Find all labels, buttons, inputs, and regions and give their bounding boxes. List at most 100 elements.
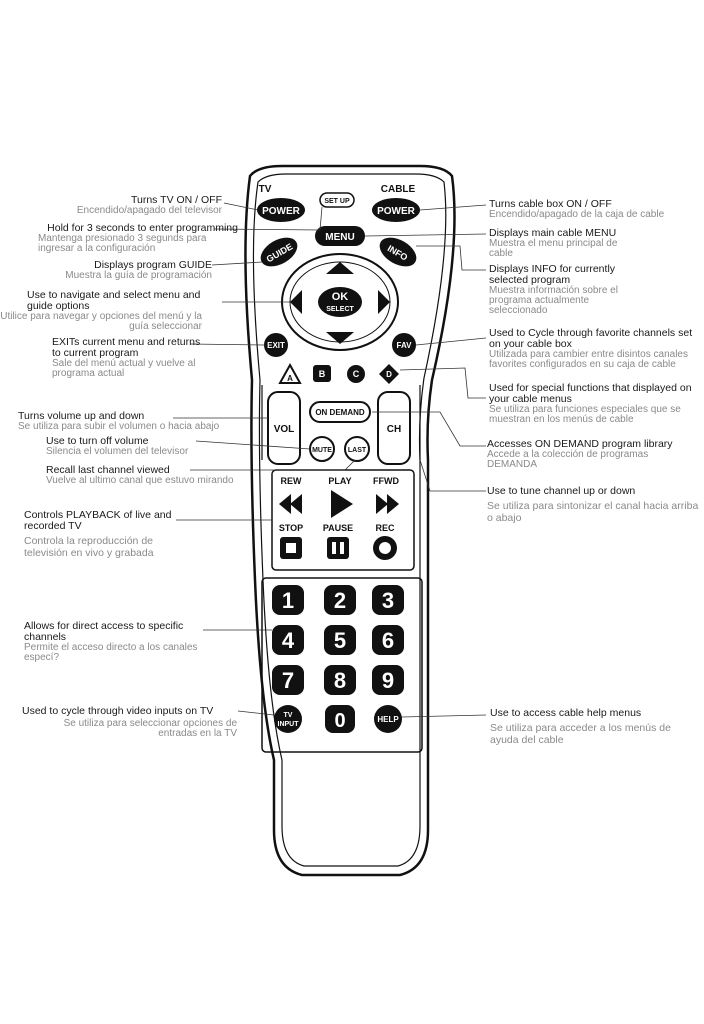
annotation-en: Use to access cable help menus [490,707,642,719]
digit-5-button[interactable]: 5 [324,625,356,655]
tv-input-top-label: TV [284,712,293,719]
annotation-en: Displays program GUIDE [94,259,212,271]
annotation-es: Se utiliza para funciones especiales que… [489,404,681,425]
annotation-channel: Use to tune channel up or down Se utiliz… [487,485,699,525]
annotation-es: Utilice para navegar y opciones del menú… [0,311,202,332]
volume-rocker[interactable]: VOL [267,391,301,465]
fav-label: FAV [397,341,413,350]
annotation-en: Displays INFO for currently selected pro… [489,263,616,286]
digit-3-button[interactable]: 3 [372,585,404,615]
annotation-es: Se utiliza para seleccionar opciones de … [63,718,237,739]
annotation-fav: Used to Cycle through favorite channels … [489,328,701,370]
annotation-es: Mantenga presionado 3 segunds para ingre… [38,233,207,254]
pause-button[interactable] [327,537,349,559]
annotation-en: EXITs current menu and returns to curren… [52,336,201,359]
cable-label: CABLE [381,184,416,195]
stop-button[interactable] [280,537,302,559]
digit-8-button[interactable]: 8 [324,665,356,695]
ok-select-button[interactable]: OK SELECT [318,287,362,317]
annotation-cable-power: Turns cable box ON / OFF Encendido/apaga… [489,199,699,220]
digit-2-button[interactable]: 2 [324,585,356,615]
annotation-es: Muestra el menu principal de cable [489,238,618,259]
record-button[interactable] [373,536,397,560]
digit-9-button[interactable]: 9 [372,665,404,695]
channel-rocker[interactable]: CH [377,391,411,465]
annotation-on-demand: Accesses ON DEMAND program library Acced… [487,439,699,470]
help-button[interactable]: HELP [374,705,402,733]
guide-button[interactable]: GUIDE [256,232,303,273]
dpad-right-button[interactable] [378,290,390,314]
c-label: C [353,369,360,379]
digit-0-button[interactable]: 0 [325,705,355,733]
rewind-button[interactable] [279,494,302,514]
annotation-en: Turns TV ON / OFF [130,194,222,206]
leader-abcd [399,367,486,399]
select-label: SELECT [326,306,354,313]
digit-4-button[interactable]: 4 [272,625,304,655]
annotation-tv-power: Turns TV ON / OFF Encendido/apagado del … [2,195,222,216]
digit-7-button[interactable]: 7 [272,665,304,695]
b-button[interactable]: B [313,365,331,382]
menu-label: MENU [325,232,354,243]
dpad-left-button[interactable] [290,290,302,314]
cable-power-button[interactable]: POWER [372,198,420,222]
annotation-es: Silencia el volumen del televisor [46,446,189,457]
digit-6-button[interactable]: 6 [372,625,404,655]
digit-2-label: 2 [334,588,346,613]
digit-4-label: 4 [282,628,295,653]
mute-label: MUTE [312,447,332,454]
fav-button[interactable]: FAV [392,333,416,357]
annotation-en: Use to tune channel up or down [487,485,636,497]
annotation-last: Recall last channel viewed Vuelve al ult… [46,465,246,486]
rec-label: REC [375,523,395,533]
ffwd-label: FFWD [373,476,399,486]
menu-button[interactable]: MENU [315,226,365,246]
exit-button[interactable]: EXIT [264,333,288,357]
cable-power-label: POWER [377,206,416,217]
tv-input-button[interactable]: TV INPUT [274,705,302,733]
leader-channel [419,459,486,492]
annotation-en: Used to cycle through video inputs on TV [22,705,214,717]
digit-6-label: 6 [382,628,394,653]
annotation-es: Se utiliza para acceder a los menús de a… [490,722,671,746]
tv-label: TV [259,184,272,195]
annotation-en: Hold for 3 seconds to enter programming [47,222,238,234]
annotation-exit: EXITs current menu and returns to curren… [52,337,202,379]
dpad-up-button[interactable] [326,262,354,274]
on-demand-button[interactable]: ON DEMAND [309,401,371,423]
annotation-es: Controla la reproducción de televisión e… [24,535,154,559]
leader-fav [415,337,487,346]
annotation-es: Encendido/apagado de la caja de cable [489,209,665,220]
leader-lines [173,202,487,718]
leader-exit [189,343,265,346]
annotation-en: Displays main cable MENU [489,227,617,239]
last-button[interactable]: LAST [344,436,370,462]
tv-power-button[interactable]: POWER [257,198,305,222]
digit-1-button[interactable]: 1 [272,585,304,615]
mute-button[interactable]: MUTE [309,436,335,462]
dpad-down-button[interactable] [326,332,354,344]
play-button[interactable] [331,490,353,518]
annotation-en: Use to turn off volume [46,435,149,447]
leader-help [401,714,487,718]
annotation-digits: Allows for direct access to specific cha… [24,621,224,663]
leader-on-demand [372,411,486,447]
info-button[interactable]: INFO [375,232,422,273]
a-button[interactable]: A [278,362,302,384]
fast-forward-button[interactable] [376,494,399,514]
annotation-playback: Controls PLAYBACK of live and recorded T… [24,510,184,560]
digit-1-label: 1 [282,588,294,613]
annotation-es: Permite el acceso directo a los canales … [24,642,198,663]
digit-7-label: 7 [282,668,294,693]
d-button[interactable]: D [379,364,399,384]
digit-3-label: 3 [382,588,394,613]
annotation-es: Vuelve al ultimo canal que estuvo mirand… [46,475,234,486]
annotation-es: Muestra la guía de programación [65,270,212,281]
annotation-es: Se utiliza para sintonizar el canal haci… [487,500,699,524]
annotation-es: Sale del menú actual y vuelve al program… [52,358,196,379]
play-label: PLAY [328,476,351,486]
c-button[interactable]: C [347,365,365,383]
setup-button[interactable]: SET UP [319,192,355,208]
